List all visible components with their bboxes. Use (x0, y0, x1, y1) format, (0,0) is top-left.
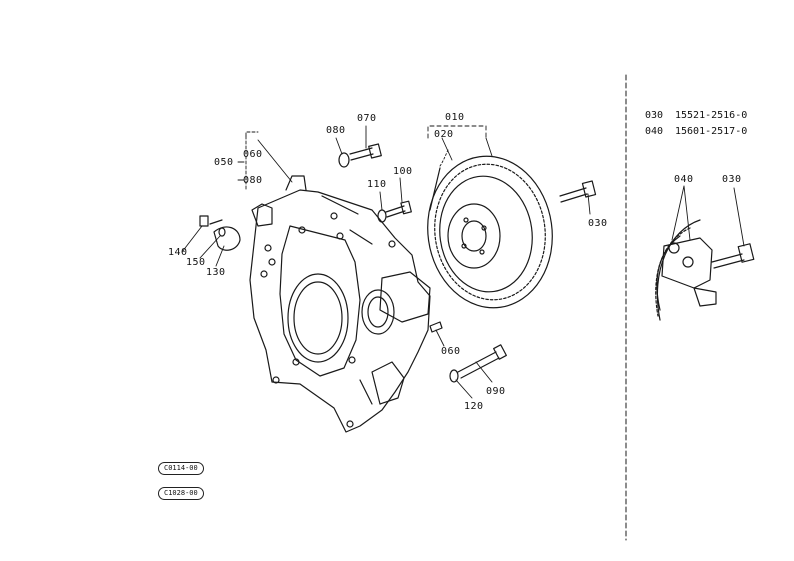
leader-lines (181, 125, 745, 399)
washer-080 (338, 152, 350, 168)
part-number: 15521-2516-0 (675, 110, 748, 121)
callout-010: 010 (445, 112, 465, 123)
callout-060-lower: 060 (441, 346, 461, 357)
callout-050: 050 (214, 157, 234, 168)
bolt-030 (559, 180, 597, 203)
cover-130 (213, 226, 241, 251)
callout-030: 030 (588, 218, 608, 229)
callout-030-detail: 030 (722, 174, 742, 185)
part-code: 040 (645, 126, 664, 137)
callout-020: 020 (434, 129, 454, 140)
reference-code-2: C1028-00 (158, 487, 204, 500)
dowel-060 (429, 321, 443, 333)
callout-100: 100 (393, 166, 413, 177)
parts-table: 030 15521-2516-0 040 15601-2517-0 (645, 108, 747, 140)
detail-ring-gear (655, 219, 755, 321)
flywheel-housing (249, 175, 431, 433)
parts-table-row: 040 15601-2517-0 (645, 124, 747, 140)
callout-120: 120 (464, 401, 484, 412)
stud-090 (457, 344, 507, 379)
callout-060-upper: 060 (243, 149, 263, 160)
callout-150: 150 (186, 257, 206, 268)
flywheel (427, 155, 553, 309)
washer-120 (449, 369, 459, 383)
callout-090: 090 (486, 386, 506, 397)
washer-110 (377, 209, 387, 223)
callout-130: 130 (206, 267, 226, 278)
callout-080: 080 (326, 125, 346, 136)
callout-080-lower: 080 (243, 175, 263, 186)
callout-110: 110 (367, 179, 387, 190)
bolt-070 (349, 143, 382, 161)
reference-code-1: C0114-00 (158, 462, 204, 475)
bolt-140 (199, 215, 226, 237)
callout-040-detail: 040 (674, 174, 694, 185)
part-code: 030 (645, 110, 664, 121)
part-number: 15601-2517-0 (675, 126, 748, 137)
bolt-100 (385, 200, 412, 218)
callout-140: 140 (168, 247, 188, 258)
parts-table-row: 030 15521-2516-0 (645, 108, 747, 124)
callout-070: 070 (357, 113, 377, 124)
